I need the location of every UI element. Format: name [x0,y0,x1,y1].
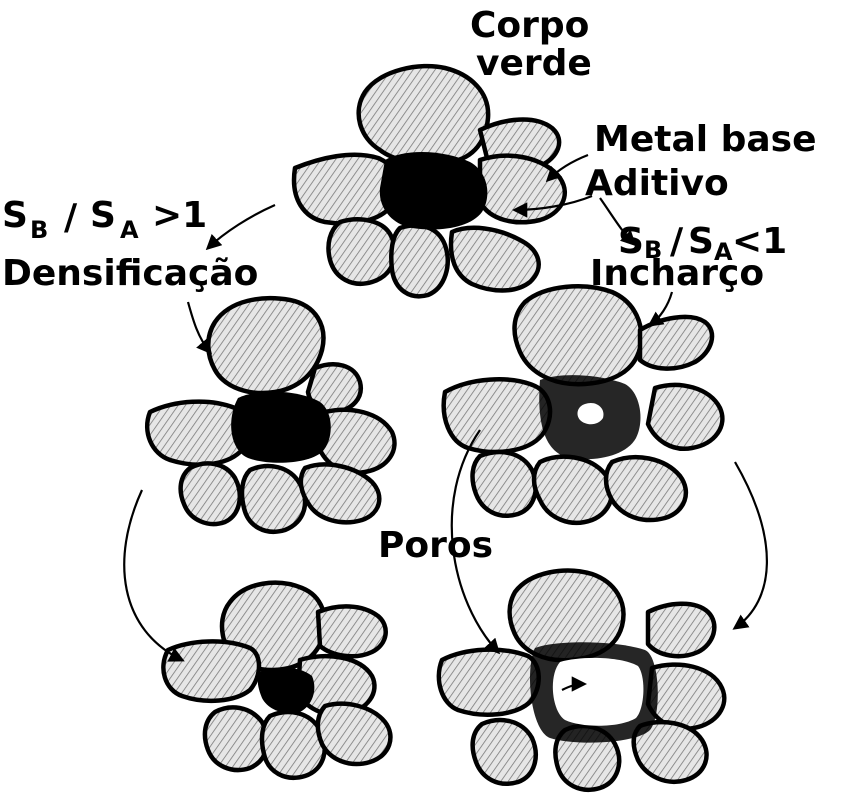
swollen-final-cluster [439,571,724,790]
left-ratio-s: S [2,198,28,234]
pore [553,658,644,726]
left-ratio-a: A [120,218,139,242]
label-pores: Poros [378,528,493,564]
label-green-body-line2: verde [476,46,592,82]
label-left-ratio: S B / S A >1 [2,198,252,250]
additive-blob-green [380,152,488,230]
left-ratio-s2: S [90,198,116,234]
label-densification: Densificação [2,256,258,292]
label-swelling: Incharço [590,256,764,292]
green-body-cluster [294,66,565,296]
label-base-metal: Metal base [594,122,817,158]
swelling-cluster [444,286,723,523]
densified-cluster [147,298,394,532]
left-ratio-slash: / [64,200,77,236]
label-green-body-line1: Corpo [470,8,589,44]
arrow-right-final [735,462,767,628]
label-additive: Aditivo [585,166,729,202]
left-ratio-op: >1 [152,198,207,234]
arrow-left-final [124,490,182,660]
densified-final-cluster [163,583,390,778]
left-ratio-b: B [30,218,48,242]
additive-blob-densified [231,392,331,463]
